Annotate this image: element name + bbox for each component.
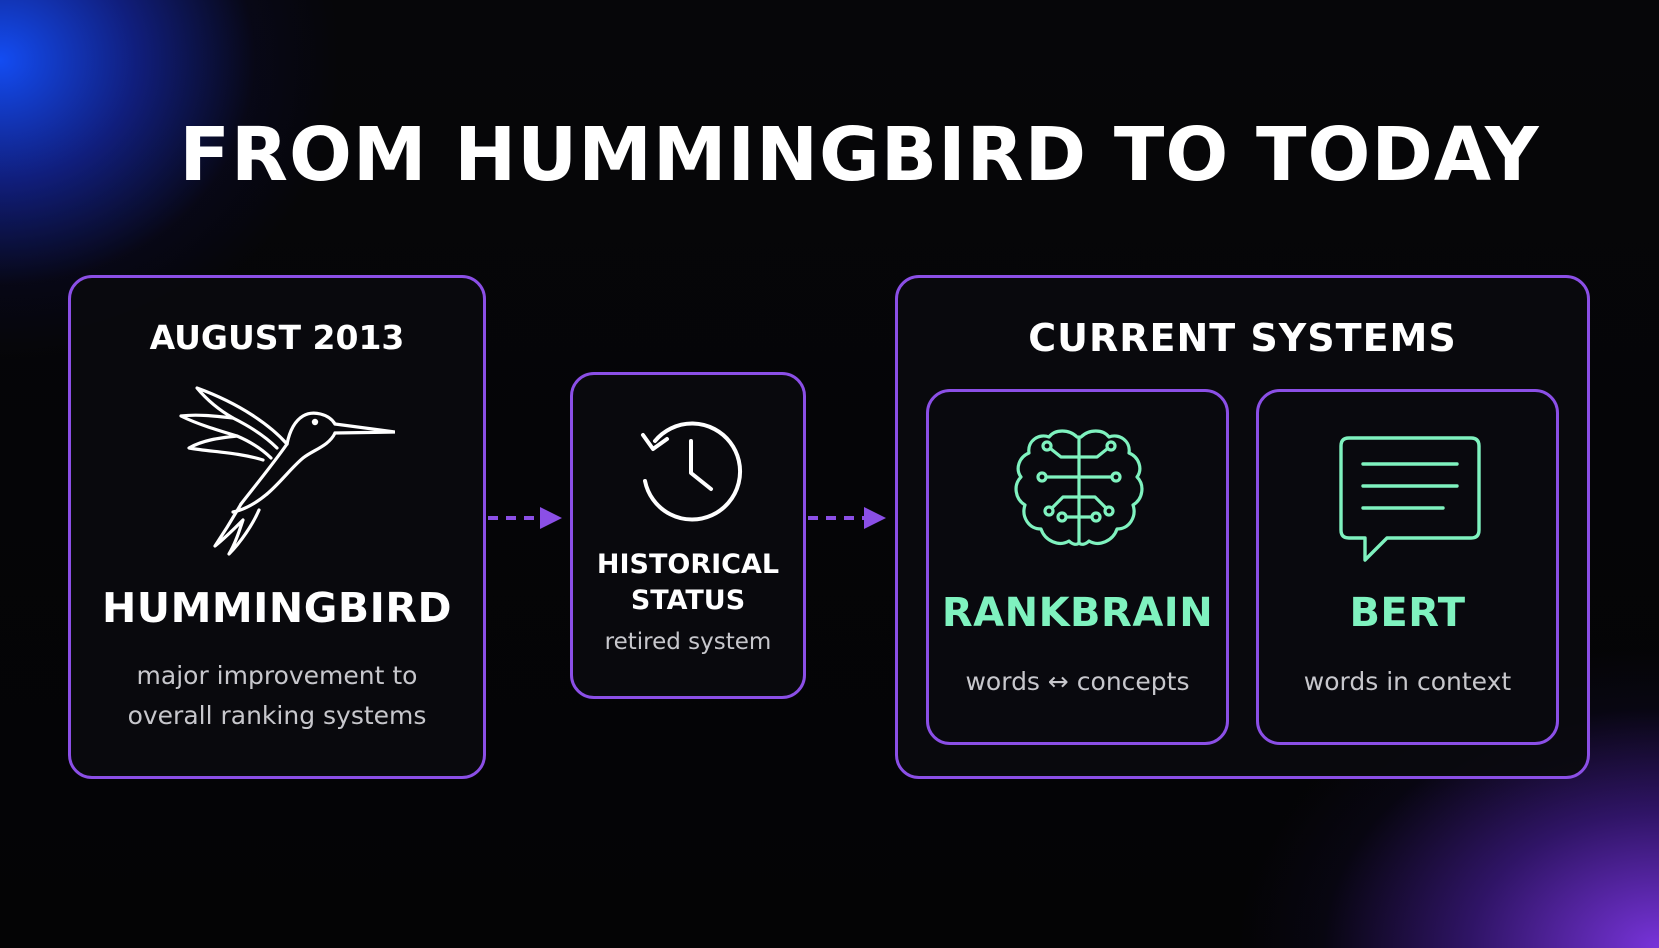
historical-status-name: HISTORICAL STATUS (596, 549, 780, 616)
bert-name: BERT (1349, 590, 1466, 636)
historical-status-card: HISTORICAL STATUS retired system (570, 372, 806, 699)
rankbrain-description: words ↔ concepts (965, 667, 1190, 696)
bert-description: words in context (1303, 667, 1512, 696)
hummingbird-description: major improvement to overall ranking sys… (127, 661, 427, 730)
hummingbird-card: AUGUST 2013 HUMMINGBIRD major improvemen… (68, 275, 486, 779)
arrow-history-to-current (808, 507, 886, 529)
arrow-hummingbird-to-history (488, 507, 562, 529)
hummingbird-date: AUGUST 2013 (149, 318, 405, 357)
historical-status-description: retired system (604, 629, 772, 655)
rankbrain-card: RANKBRAIN words ↔ concepts (926, 389, 1229, 745)
chat-bubble-icon (1339, 436, 1481, 562)
page-title: FROM HUMMINGBIRD TO TODAY (179, 112, 1540, 198)
hummingbird-name: HUMMINGBIRD (101, 584, 453, 632)
brain-circuit-icon (1014, 429, 1144, 546)
hummingbird-icon (179, 386, 395, 556)
bert-card: BERT words in context (1256, 389, 1559, 745)
rankbrain-name: RANKBRAIN (941, 590, 1214, 636)
history-clock-icon (641, 421, 742, 522)
current-systems-heading: CURRENT SYSTEMS (1028, 316, 1457, 360)
